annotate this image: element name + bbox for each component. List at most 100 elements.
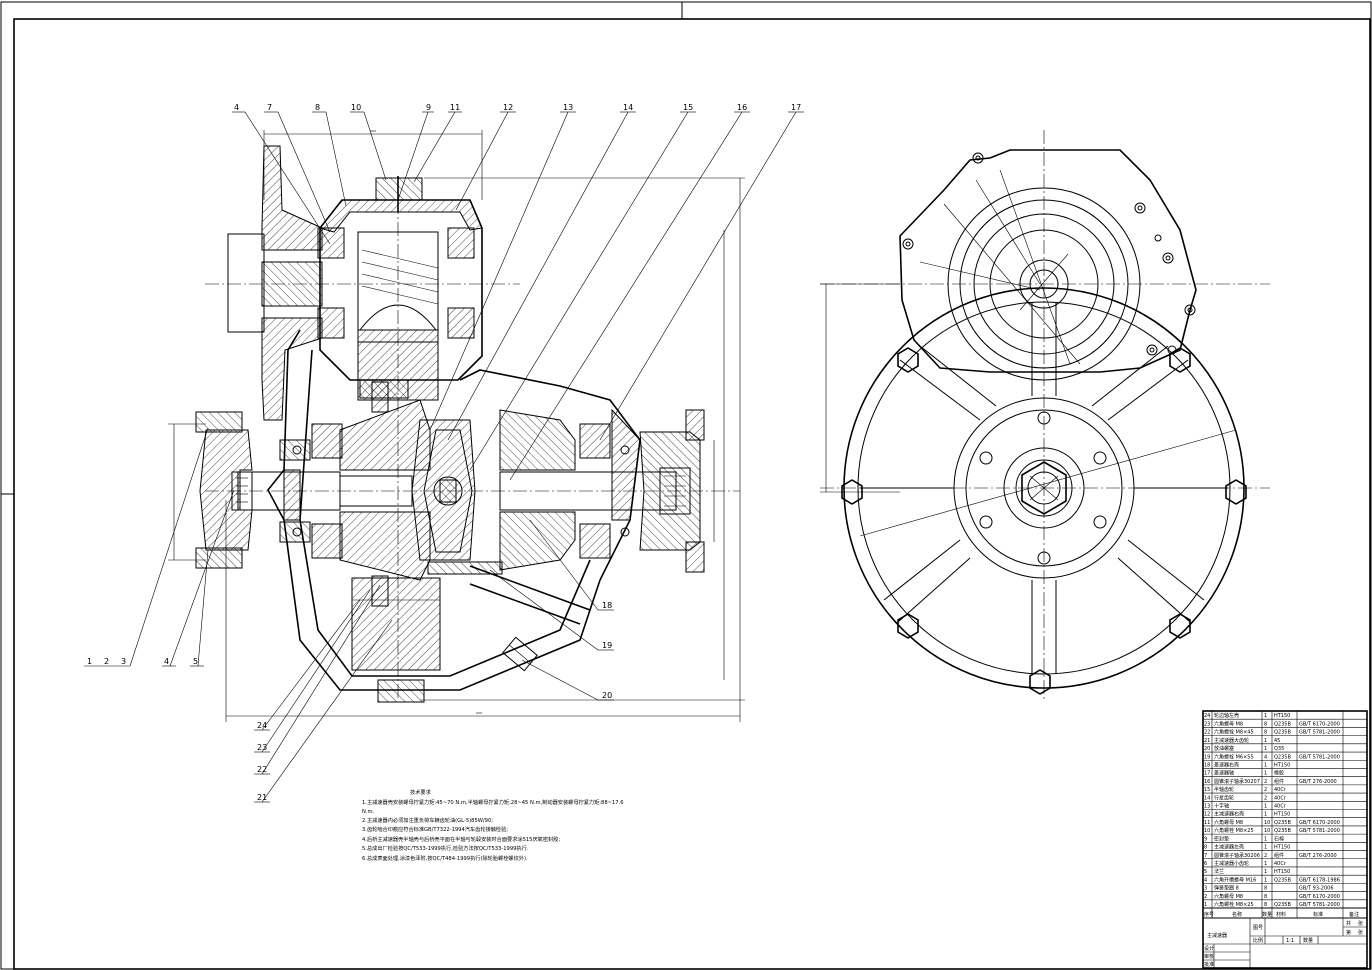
bom-cell-no: 6 bbox=[1204, 861, 1207, 867]
bom-cell-no: 11 bbox=[1204, 820, 1210, 826]
balloon-24: 24 bbox=[257, 721, 267, 730]
bom-cell-std: GB/T 6170-2000 bbox=[1299, 820, 1340, 826]
bom-cell-no: 5 bbox=[1204, 869, 1207, 875]
bom-cell-std: GB/T 6170-2000 bbox=[1299, 721, 1340, 727]
bom-cell-qty: 1 bbox=[1264, 713, 1267, 719]
bom-cell-no: 7 bbox=[1204, 853, 1207, 859]
bom-header-name: 名称 bbox=[1232, 911, 1242, 918]
balloon-labels: 1 2 3 4 5 4 7 8 10 9 11 12 13 14 15 16 1… bbox=[87, 103, 801, 802]
bom-cell-mat: Q235B bbox=[1274, 754, 1291, 760]
bom-cell-no: 2 bbox=[1204, 894, 1207, 900]
bom-cell-qty: 1 bbox=[1264, 869, 1267, 875]
bom-cell-mat: 组件 bbox=[1274, 778, 1284, 785]
bom-cell-no: 1 bbox=[1204, 902, 1207, 908]
bom-cell-qty: 8 bbox=[1264, 886, 1267, 892]
bom-cell-name: 主减速器左壳 bbox=[1214, 844, 1244, 851]
bom-cell-qty: 1 bbox=[1264, 804, 1267, 810]
notes-line-5: 4.后桥主减速器壳半轴壳与后桥壳平面在半轴与轮毂安装时合面要求涂515厌氧密封胶… bbox=[362, 835, 560, 843]
bom-cell-no: 22 bbox=[1204, 730, 1210, 736]
bom-cell-mat: Q35 bbox=[1274, 746, 1284, 752]
bom-cell-no: 20 bbox=[1204, 746, 1210, 752]
bom-cell-mat: Q235B bbox=[1274, 877, 1291, 883]
bom-cell-name: 行星齿轮 bbox=[1214, 794, 1234, 801]
bom-cell-qty: 2 bbox=[1264, 787, 1267, 793]
balloon-5: 5 bbox=[193, 657, 198, 666]
notes-line-3: 2.主减速器内必须加注重负荷车辆齿轮油(GL-5)85W/90; bbox=[362, 816, 493, 824]
bom-header-seq: 序号 bbox=[1204, 911, 1214, 918]
bom-cell-qty: 1 bbox=[1264, 877, 1267, 883]
sign-design: 设计 bbox=[1204, 945, 1214, 952]
bom-cell-no: 14 bbox=[1204, 795, 1210, 801]
balloon-23: 23 bbox=[257, 743, 267, 752]
bom-cell-qty: 2 bbox=[1264, 795, 1267, 801]
balloon-9: 9 bbox=[426, 103, 431, 112]
balloon-8: 8 bbox=[315, 103, 320, 112]
bom-cell-qty: 1 bbox=[1264, 812, 1267, 818]
bom-cell-name: 圆锥滚子轴承30207 bbox=[1214, 778, 1260, 785]
sheet-label-2: 张 bbox=[1358, 920, 1363, 927]
bom-cell-name: 六角螺栓 M6×55 bbox=[1214, 753, 1254, 760]
bom-cell-name: 放油螺塞 bbox=[1214, 745, 1234, 752]
bom-cell-name: 主减速器右壳 bbox=[1214, 811, 1244, 818]
bom-cell-qty: 1 bbox=[1264, 845, 1267, 851]
sign-approve: 批准 bbox=[1204, 961, 1214, 968]
balloon-19: 19 bbox=[602, 641, 612, 650]
bom-cell-no: 18 bbox=[1204, 762, 1210, 768]
bom-cell-name: 差速器轴 bbox=[1214, 770, 1234, 777]
bom-cell-mat: HT150 bbox=[1274, 869, 1290, 875]
balloon-16: 16 bbox=[737, 103, 747, 112]
bom-cell-std: GB/T 5781-2000 bbox=[1299, 902, 1340, 908]
bom-cell-name: 圆锥滚子轴承30206 bbox=[1214, 852, 1260, 859]
bom-cell-std: GB/T 276-2000 bbox=[1299, 853, 1337, 859]
bom-cell-name: 六角螺母 M8 bbox=[1214, 819, 1243, 826]
bom-cell-qty: 10 bbox=[1264, 828, 1270, 834]
bom-cell-mat: Q235B bbox=[1274, 902, 1291, 908]
balloon-3: 3 bbox=[121, 657, 126, 666]
ratio-value: 1:1 bbox=[1286, 938, 1294, 944]
bom-cell-name: 轮边轴左壳 bbox=[1214, 712, 1239, 719]
balloon-22: 22 bbox=[257, 765, 267, 774]
bom-cell-no: 13 bbox=[1204, 804, 1210, 810]
bom-header-std: 标准 bbox=[1313, 911, 1323, 918]
bom-cell-name: 六角螺栓 M8×45 bbox=[1214, 729, 1254, 736]
bom-cell-no: 8 bbox=[1204, 845, 1207, 851]
balloon-2: 2 bbox=[104, 657, 109, 666]
bom-cell-mat: HT150 bbox=[1274, 845, 1290, 851]
bom-cell-name: 十字轴 bbox=[1214, 803, 1229, 810]
bom-cell-no: 17 bbox=[1204, 771, 1210, 777]
bom-cell-std: GB/T 276-2000 bbox=[1299, 779, 1337, 785]
bom-cell-no: 9 bbox=[1204, 836, 1207, 842]
notes-title: 技术要求 bbox=[410, 788, 432, 796]
bom-cell-qty: 1 bbox=[1264, 738, 1267, 744]
section-view bbox=[168, 130, 745, 722]
bom-header-qty: 数量 bbox=[1262, 911, 1272, 918]
bom-cell-qty: 2 bbox=[1264, 779, 1267, 785]
notes-line-1: 1.主减速器壳安装螺母拧紧力矩:45~70 N.m,半轴螺母拧紧力矩:28~45… bbox=[362, 798, 624, 806]
bom-cell-no: 16 bbox=[1204, 779, 1210, 785]
notes-line-6: 5.总成出厂检验按QC/T533-1999执行,检验方法按QC/T533-199… bbox=[362, 844, 529, 852]
bom-cell-no: 15 bbox=[1204, 787, 1210, 793]
bom-cell-name: 六角螺栓 M8×25 bbox=[1214, 827, 1254, 834]
bom-cell-name: 六角螺母 M8 bbox=[1214, 720, 1243, 727]
drawing-name: 主减速器 bbox=[1207, 932, 1227, 939]
notes-line-7: 6.总成表面处理,涂漆色泽附,按QC/T484-1999执行(除轮胎螺栓螺纹外)… bbox=[362, 854, 528, 862]
bom-header-remark: 备注 bbox=[1349, 911, 1359, 918]
bom-cell-name: 法兰 bbox=[1214, 868, 1224, 875]
bom-cell-name: 主减速器大齿轮 bbox=[1214, 737, 1249, 744]
bom-cell-qty: 1 bbox=[1264, 861, 1267, 867]
bom-cell-name: 差速器右壳 bbox=[1214, 761, 1239, 768]
bom-cell-qty: 8 bbox=[1264, 730, 1267, 736]
bom-cell-mat: 石棉 bbox=[1274, 835, 1284, 842]
balloon-14: 14 bbox=[623, 103, 633, 112]
bom-cell-no: 23 bbox=[1204, 721, 1210, 727]
bom-cell-mat: HT150 bbox=[1274, 713, 1290, 719]
bom-cell-mat: Q235B bbox=[1274, 721, 1291, 727]
sign-review: 审核 bbox=[1204, 953, 1214, 960]
balloon-1: 1 bbox=[87, 657, 92, 666]
balloon-21: 21 bbox=[257, 793, 267, 802]
bom-cell-no: 12 bbox=[1204, 812, 1210, 818]
bom-cell-mat: HT150 bbox=[1274, 812, 1290, 818]
bom-cell-mat: Q235B bbox=[1274, 820, 1291, 826]
